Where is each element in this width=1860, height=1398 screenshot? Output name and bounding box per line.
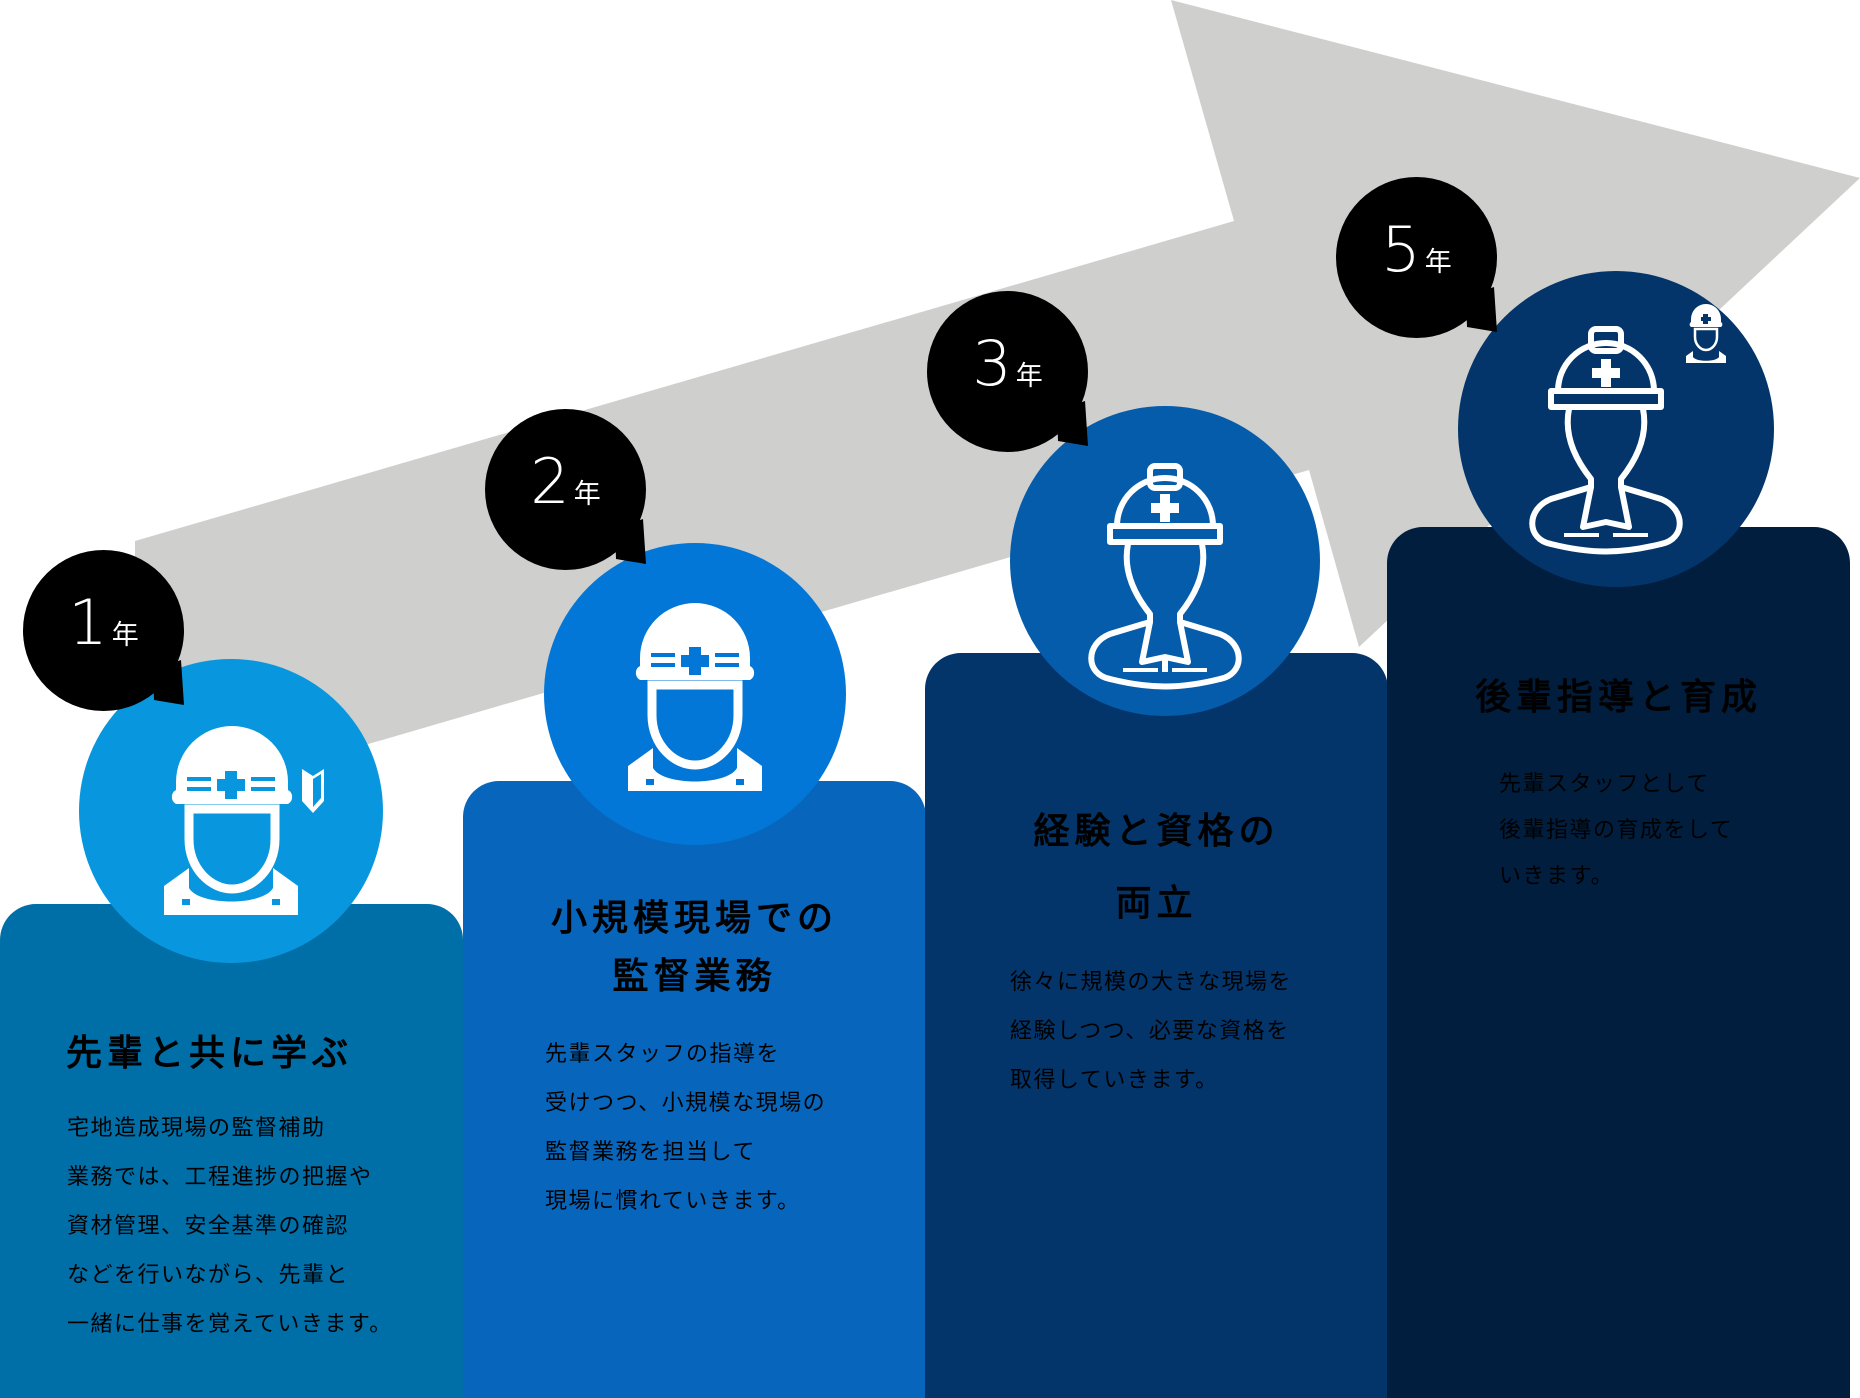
worker-icon xyxy=(164,726,324,915)
speech-bubble-icon xyxy=(485,409,646,570)
year-unit: 年 xyxy=(573,479,601,510)
speech-bubble-icon xyxy=(927,291,1088,452)
supervisor-icon xyxy=(1088,463,1242,690)
step-title-4: 後輩指導と育成 xyxy=(1474,677,1762,718)
junior-worker-icon xyxy=(1686,304,1726,363)
supervisor-with-junior-icon xyxy=(1529,304,1726,555)
step-description-1: 宅地造成現場の監督補助 業務では、工程進捗の把握や 資材管理、安全基準の確認 な… xyxy=(67,1116,393,1337)
year-unit: 年 xyxy=(111,620,139,651)
year-number: 5 xyxy=(1381,213,1421,286)
year-unit: 年 xyxy=(1424,247,1452,278)
step-title-1: 先輩と共に学ぶ xyxy=(66,1033,354,1074)
step-card-year-1 xyxy=(0,904,463,1398)
speech-bubble-icon xyxy=(23,550,184,711)
step-card-year-3 xyxy=(925,653,1388,1398)
step-circle-1 xyxy=(79,659,383,963)
year-number: 3 xyxy=(972,327,1012,400)
step-title-2: 小規模現場での 監督業務 xyxy=(550,898,838,997)
year-unit: 年 xyxy=(1015,361,1043,392)
step-title-3: 経験と資格の 両立 xyxy=(1033,811,1280,924)
step-description-3: 徐々に規模の大きな現場を 経験しつつ、必要な資格を 取得していきます。 xyxy=(1010,970,1293,1093)
step-circle-4 xyxy=(1458,271,1774,587)
speech-bubble-icon xyxy=(1336,177,1497,338)
step-circle-3 xyxy=(1010,406,1320,716)
step-circle-2 xyxy=(544,543,846,845)
year-number: 1 xyxy=(68,586,108,659)
year-number: 2 xyxy=(530,445,570,518)
step-card-year-4 xyxy=(1387,527,1850,1398)
step-description-4: 先輩スタッフとして 後輩指導の育成をして いきます。 xyxy=(1499,772,1734,889)
step-description-2: 先輩スタッフの指導を 受けつつ、小規模な現場の 監督業務を担当して 現場に慣れて… xyxy=(545,1042,827,1214)
step-card-year-2 xyxy=(463,781,926,1398)
worker-icon xyxy=(628,603,762,791)
